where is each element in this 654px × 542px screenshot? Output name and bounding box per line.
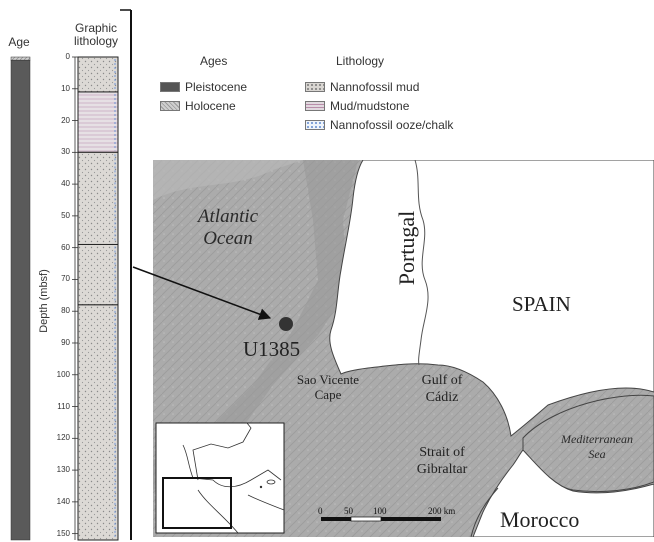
depth-tick-label-70: 70 <box>61 274 70 284</box>
site-u1385-marker <box>279 317 293 331</box>
lithology-unit-1 <box>77 91 119 153</box>
depth-tick-label-50: 50 <box>61 210 70 220</box>
lithology-header-line1: Graphic <box>74 21 118 35</box>
age-unit-pleistocene <box>10 59 31 541</box>
inset-study-area-box <box>162 477 232 529</box>
legend-pleistocene: Pleistocene <box>160 80 247 94</box>
legend-lithology: Nannofossil mud Mud/mudstone Nannofossil… <box>305 80 453 132</box>
depth-tick-label-40: 40 <box>61 179 70 189</box>
holocene-swatch <box>160 101 180 111</box>
site-label: U1385 <box>243 337 301 361</box>
lithology-unit-2 <box>77 151 119 245</box>
ocean-label: Atlantic Ocean <box>197 206 259 249</box>
mudstone-swatch <box>305 101 325 111</box>
depth-tick-label-60: 60 <box>61 242 70 252</box>
depth-ticks <box>72 56 78 540</box>
scale-tick-100: 100 <box>373 506 387 516</box>
morocco-label: Morocco <box>500 507 580 532</box>
nannofossil-mud-swatch <box>305 82 325 92</box>
depth-tick-label-0: 0 <box>65 52 70 61</box>
inset-locator-map <box>155 422 285 534</box>
scale-tick-50: 50 <box>344 506 353 516</box>
iberia-land <box>329 160 654 437</box>
depth-tick-label-80: 80 <box>61 306 70 316</box>
morocco-land <box>472 449 654 537</box>
depth-tick-label-110: 110 <box>57 401 70 411</box>
age-column-units <box>10 56 31 541</box>
scale-tick-200: 200 km <box>428 506 456 516</box>
gulf-label: Gulf of Cádiz <box>421 373 463 405</box>
scale-bar-labels: 0 50 100 200 km <box>316 506 496 518</box>
site-map <box>153 160 654 537</box>
depth-tick-label-150: 150 <box>56 528 70 538</box>
legend-mudstone: Mud/mudstone <box>305 99 453 113</box>
spain-label: SPAIN <box>512 292 571 316</box>
nannofossil-ooze-swatch <box>305 120 325 130</box>
legend-nannofossil-mud: Nannofossil mud <box>305 80 453 94</box>
mediterranean-label: Mediterranean Sea <box>561 432 633 461</box>
portugal-label: Portugal <box>394 210 419 286</box>
age-header: Age <box>8 35 30 49</box>
lithology-column-units <box>77 56 119 541</box>
depth-tick-label-100: 100 <box>56 369 70 379</box>
depth-tick-label-120: 120 <box>56 433 70 443</box>
legend-ages-title: Ages <box>200 54 228 68</box>
legend-holocene: Holocene <box>160 99 247 113</box>
depth-tick-label-130: 130 <box>56 465 70 475</box>
legend-lithology-title: Lithology <box>336 54 385 68</box>
depth-tick-label-30: 30 <box>61 147 70 157</box>
stratigraphic-column <box>10 9 132 541</box>
lithology-header: Graphic lithology <box>60 22 132 48</box>
strait-label: Strait of Gibraltar <box>416 445 468 477</box>
cape-label: Sao Vicente Cape <box>296 372 360 402</box>
scale-tick-0: 0 <box>318 506 323 516</box>
depth-tick-label-140: 140 <box>56 496 70 506</box>
depth-tick-label-90: 90 <box>61 337 70 347</box>
scale-bar <box>321 516 441 522</box>
portugal-spain-border <box>414 160 429 366</box>
lithology-unit-4 <box>77 304 119 541</box>
pleistocene-swatch <box>160 82 180 92</box>
depth-tick-label-10: 10 <box>61 83 70 93</box>
legend-ages: Pleistocene Holocene <box>160 80 247 113</box>
legend-nannofossil-ooze: Nannofossil ooze/chalk <box>305 118 453 132</box>
lithology-header-line2: lithology <box>73 34 119 48</box>
depth-tick-label-20: 20 <box>61 115 70 125</box>
